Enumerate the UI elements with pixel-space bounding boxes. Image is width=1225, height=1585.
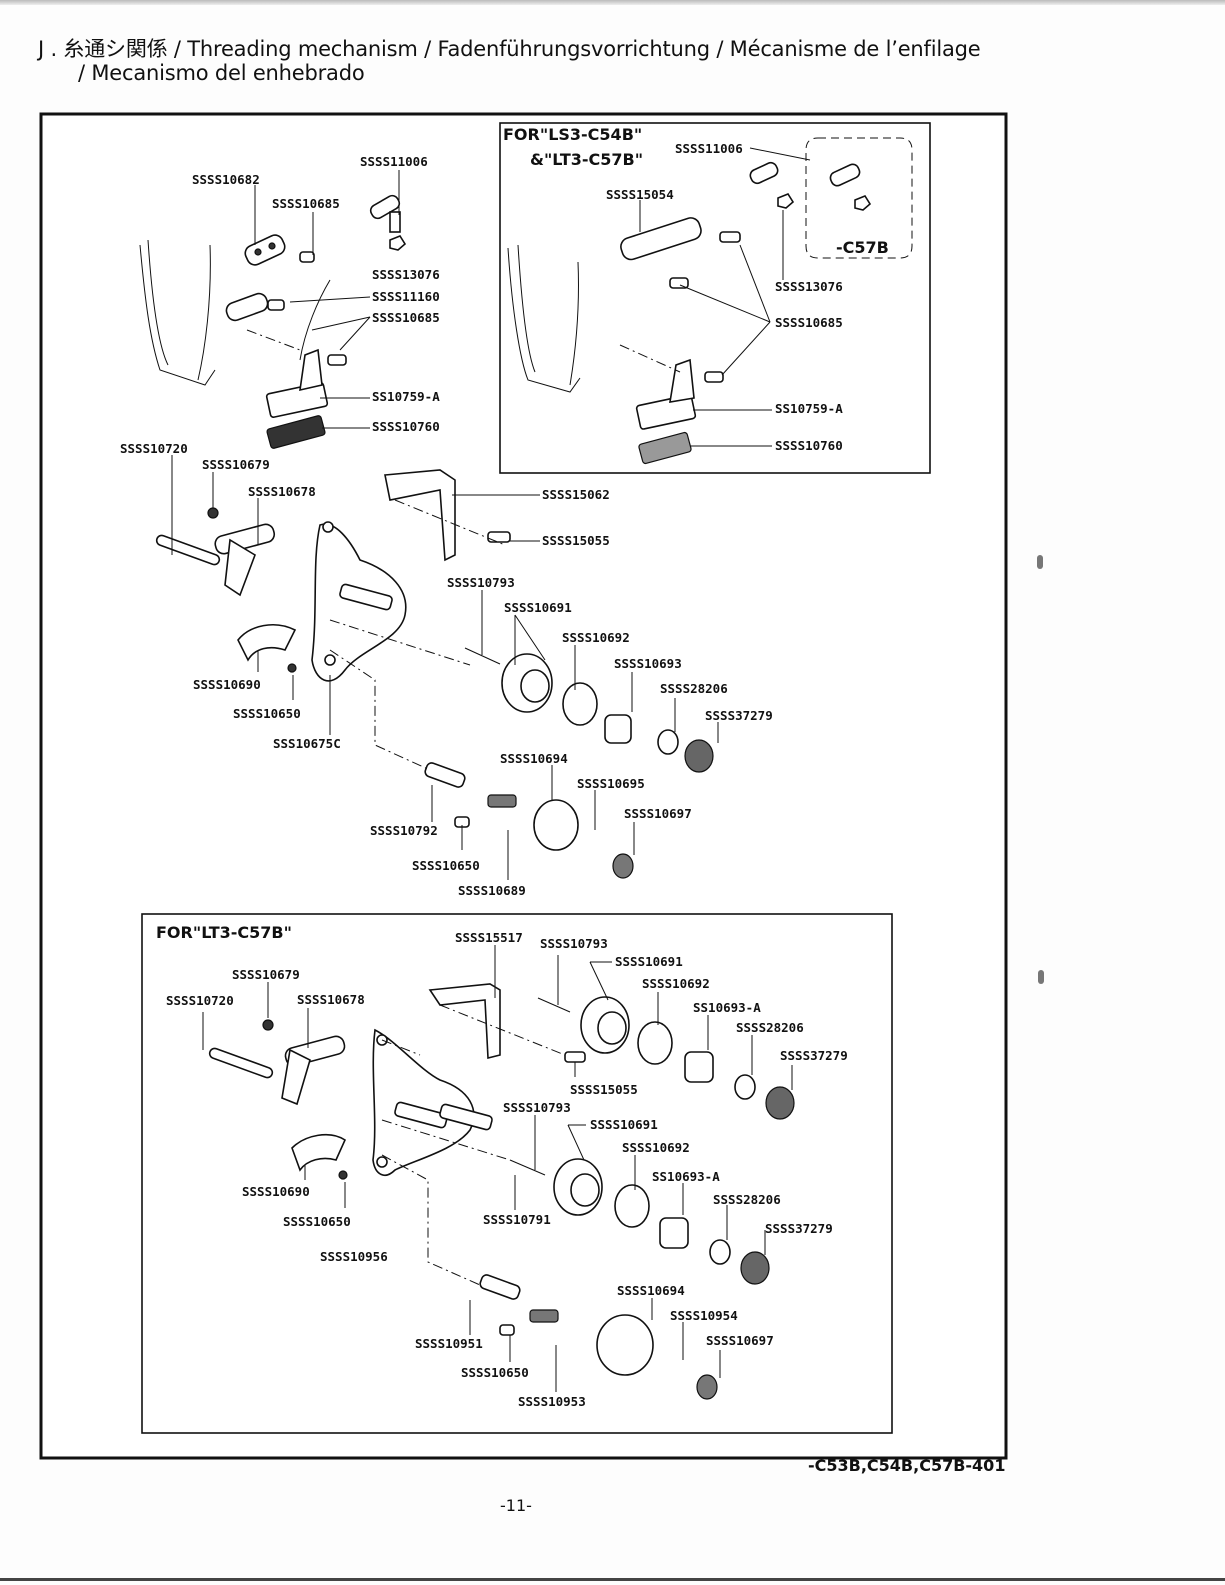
part-label: SS10759-A (372, 389, 440, 404)
part-label: SSSS10690 (193, 677, 261, 692)
part-label: SSSS10679 (232, 967, 300, 982)
part-label: SSSS10650 (233, 706, 301, 721)
part-label: SSSS10691 (590, 1117, 658, 1132)
part-label: SSSS10693 (614, 656, 682, 671)
tension-assembly-lower (208, 983, 795, 1400)
part-label: SSSS15517 (455, 930, 523, 945)
part-label: SSSS10678 (297, 992, 365, 1007)
bottom-rule (0, 1578, 1225, 1581)
part-label: SSSS11006 (675, 141, 743, 156)
part-label: SSSS10697 (624, 806, 692, 821)
part-label: SSSS10793 (447, 575, 515, 590)
part-label: SSSS10760 (372, 419, 440, 434)
part-label: SSSS10690 (242, 1184, 310, 1199)
part-label: SSSS11160 (372, 289, 440, 304)
part-label: SSSS10792 (370, 823, 438, 838)
part-label: SSSS10720 (166, 993, 234, 1008)
part-label: SSSS10954 (670, 1308, 738, 1323)
part-label: SSSS10685 (775, 315, 843, 330)
c57b-dashed-box (805, 137, 913, 259)
part-label: SSSS15055 (570, 1082, 638, 1097)
inset-title-lt3: FOR"LT3-C57B" (156, 923, 292, 942)
page-title-line2: / Mecanismo del enhebrado (78, 61, 365, 85)
part-label: SSSS10691 (504, 600, 572, 615)
part-label: SSSS10695 (577, 776, 645, 791)
part-label: SS10693-A (652, 1169, 720, 1184)
part-label: SSSS13076 (775, 279, 843, 294)
inset-box-lt3 (141, 913, 893, 1434)
thread-guide-parts-top (225, 194, 407, 449)
part-label: SS10759-A (775, 401, 843, 416)
binder-hole-mark (1037, 555, 1043, 569)
part-label: SSSS15055 (542, 533, 610, 548)
assembly-dash-lines (246, 329, 681, 1286)
model-code: -C53B,C54B,C57B-401 (808, 1456, 1006, 1475)
part-label: SSSS10720 (120, 441, 188, 456)
page-title: J . 糸通シ関係 / Threading mechanism / Fadenf… (38, 37, 981, 61)
part-label: SSSS10650 (412, 858, 480, 873)
part-label: SSSS10692 (562, 630, 630, 645)
tension-assembly-upper (155, 469, 714, 879)
machine-body-outline (139, 239, 331, 386)
part-label: SSSS10650 (461, 1365, 529, 1380)
part-label: SSSS10760 (775, 438, 843, 453)
inset-title-2: &"LT3-C57B" (530, 150, 643, 169)
part-label: SSSS10685 (272, 196, 340, 211)
part-label: SSSS11006 (360, 154, 428, 169)
part-label: SSSS10692 (622, 1140, 690, 1155)
part-label: SSSS28206 (736, 1020, 804, 1035)
part-label: SSSS37279 (780, 1048, 848, 1063)
part-label: SSSS10793 (503, 1100, 571, 1115)
part-label: SSSS10691 (615, 954, 683, 969)
part-label: SSSS10953 (518, 1394, 586, 1409)
c57b-tag: -C57B (836, 238, 889, 257)
leader-lines (171, 147, 811, 1392)
labels-lower: SSSS15517 SSSS10793 SSSS10691 SSSS10692 … (166, 930, 848, 1409)
inset-box-ls3 (499, 122, 931, 474)
part-label: SSSS10682 (192, 172, 260, 187)
part-label: SSSS10951 (415, 1336, 483, 1351)
part-label: SSS10675C (273, 736, 341, 751)
part-label: SSSS10689 (458, 883, 526, 898)
part-label: SSSS10650 (283, 1214, 351, 1229)
part-label: SS10693-A (693, 1000, 761, 1015)
part-label: SSSS13076 (372, 267, 440, 282)
part-label: SSSS10678 (248, 484, 316, 499)
part-label: SSSS10697 (706, 1333, 774, 1348)
labels-upper: SSSS11006 SSSS10682 SSSS10685 SSSS13076 … (120, 154, 773, 898)
page-number: -11- (500, 1496, 532, 1515)
part-label: SSSS28206 (713, 1192, 781, 1207)
part-label: SSSS10791 (483, 1212, 551, 1227)
part-label: SSSS10956 (320, 1249, 388, 1264)
part-label: SSSS37279 (765, 1221, 833, 1236)
part-label: SSSS10694 (617, 1283, 685, 1298)
part-label: SSSS37279 (705, 708, 773, 723)
part-label: SSSS28206 (660, 681, 728, 696)
labels-inset: SSSS11006 SSSS15054 SSSS13076 SSSS10685 … (606, 141, 843, 453)
part-label: SSSS15062 (542, 487, 610, 502)
top-rule (0, 0, 1225, 5)
part-label: SSSS10685 (372, 310, 440, 325)
part-label: SSSS15054 (606, 187, 674, 202)
part-label: SSSS10793 (540, 936, 608, 951)
part-label: SSSS10694 (500, 751, 568, 766)
part-label: SSSS10679 (202, 457, 270, 472)
machine-body-outline-inset (507, 244, 581, 393)
part-label: SSSS10692 (642, 976, 710, 991)
binder-hole-mark (1038, 970, 1044, 984)
inset-title-1: FOR"LS3-C54B" (503, 125, 642, 144)
